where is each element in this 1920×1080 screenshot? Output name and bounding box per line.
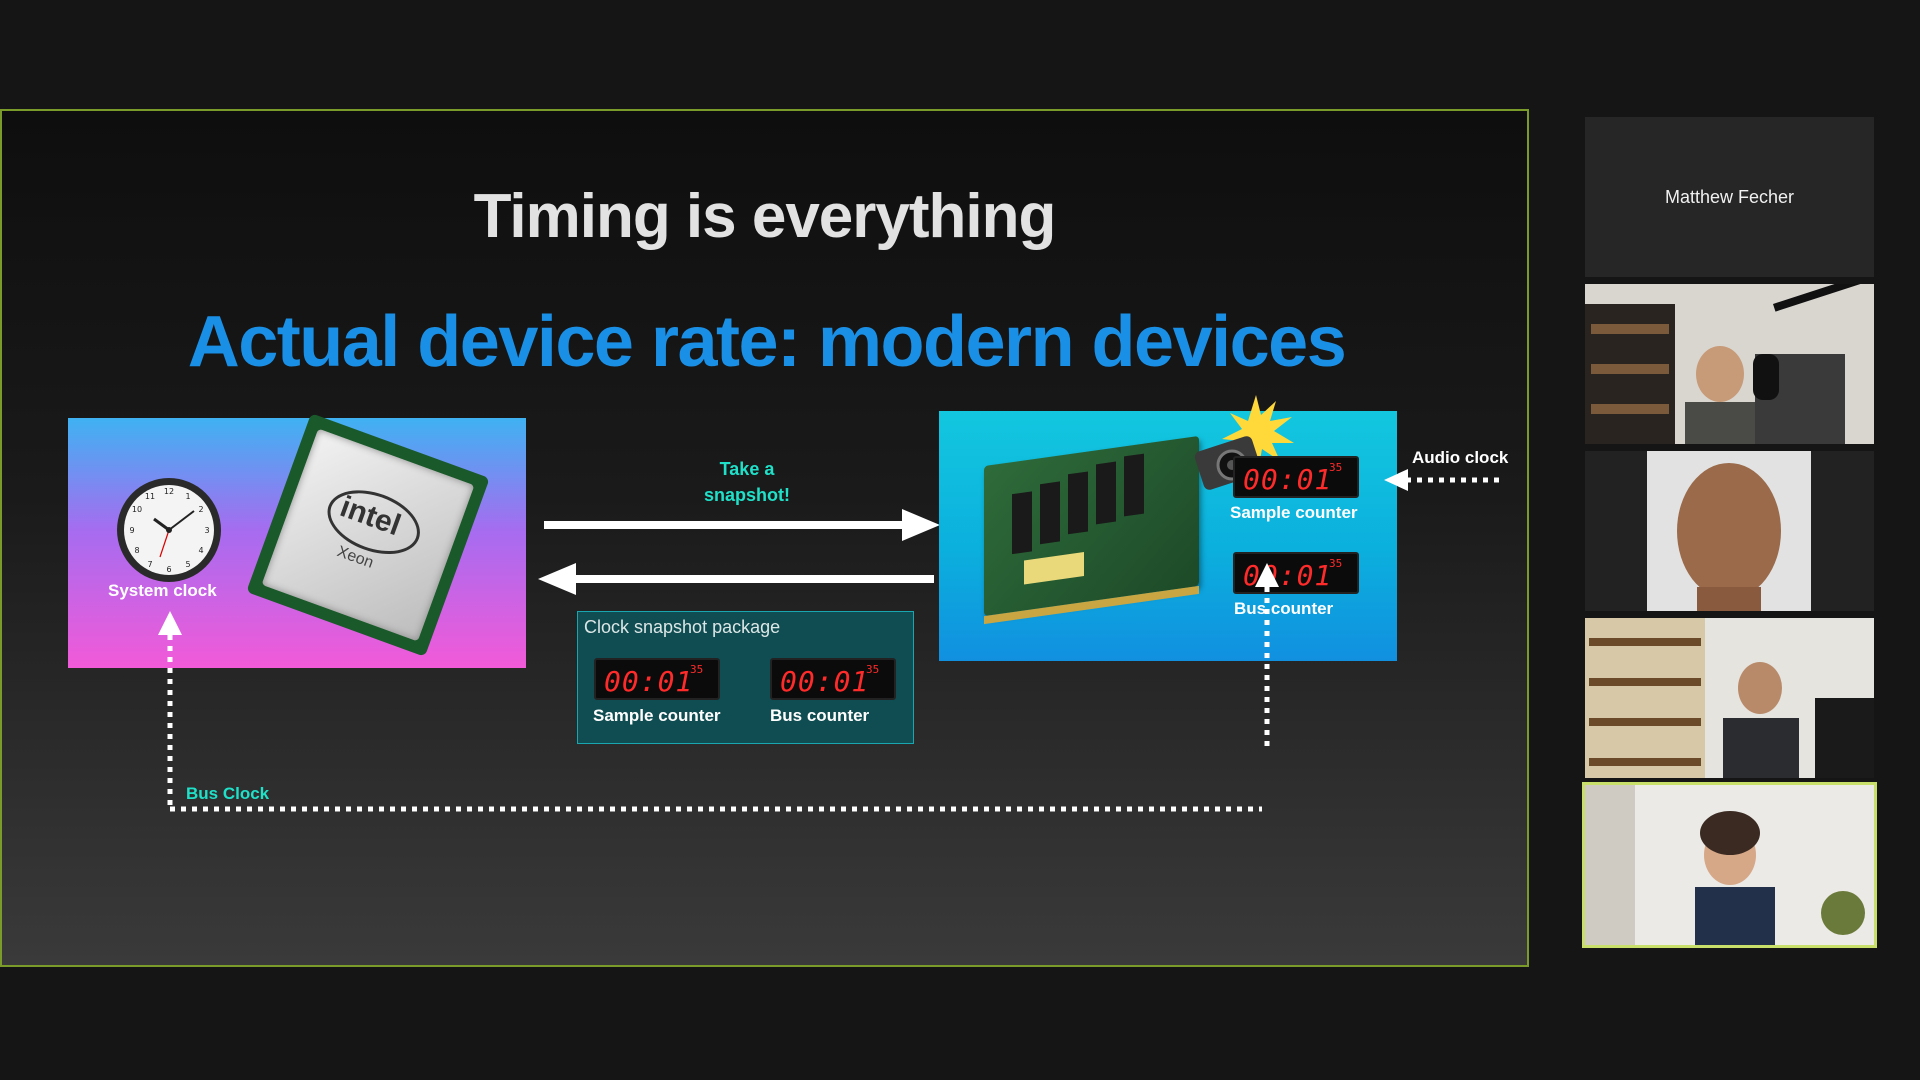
sample-counter-display: 00:01 35 — [594, 658, 720, 700]
sample-counter-label: Sample counter — [593, 706, 721, 725]
svg-text:7: 7 — [147, 560, 152, 569]
participant-name: Matthew Fecher — [1664, 186, 1795, 207]
bus-counter-label: Bus counter — [770, 706, 870, 725]
snapshot-request-text: Take a snapshot! — [692, 456, 802, 508]
slide-title: Timing is everything — [473, 182, 1057, 251]
svg-text:9: 9 — [129, 526, 134, 535]
counter-digits: 00:01 — [780, 665, 870, 698]
bus-clock-label: Bus Clock — [186, 784, 270, 803]
participant-video-tile[interactable] — [1585, 284, 1874, 444]
sample-counter-label: Sample counter — [1230, 503, 1358, 522]
participant-video-feed — [1585, 785, 1874, 945]
svg-text:12: 12 — [164, 487, 174, 496]
bus-clock-right-line-icon — [1255, 563, 1279, 751]
participant-video-feed — [1585, 284, 1874, 444]
svg-text:3: 3 — [204, 526, 209, 535]
snapshot-package-title: Clock snapshot package — [584, 617, 781, 637]
audio-device-panel: 00:01 35 Sample counter 00:01 35 Bus cou… — [939, 395, 1397, 661]
presentation-slide: Timing is everything Actual device rate:… — [0, 109, 1529, 967]
participant-video-tile[interactable] — [1585, 618, 1874, 778]
participant-video-feed — [1585, 451, 1874, 611]
counter-seconds: 35 — [1329, 461, 1343, 474]
participant-video-tile-active[interactable] — [1582, 782, 1877, 948]
participant-video-tile[interactable] — [1585, 451, 1874, 611]
audio-clock-arrow-icon — [1384, 469, 1500, 491]
counter-seconds: 35 — [1329, 557, 1343, 570]
bus-clock-loop-icon — [158, 611, 1262, 812]
sound-card-image — [984, 435, 1199, 625]
svg-text:4: 4 — [198, 546, 203, 555]
svg-text:8: 8 — [134, 546, 139, 555]
counter-digits: 00:01 — [604, 665, 694, 698]
arrow-left-icon — [538, 563, 934, 595]
svg-text:5: 5 — [185, 560, 190, 569]
participant-video-feed — [1585, 618, 1874, 778]
participant-tile-name[interactable]: Matthew Fecher — [1585, 117, 1874, 277]
arrow-right-icon — [544, 509, 940, 541]
snapshot-text-line1: Take a — [719, 459, 775, 479]
audio-clock-label: Audio clock — [1412, 448, 1509, 467]
svg-text:6: 6 — [166, 565, 171, 574]
counter-seconds: 35 — [866, 663, 880, 676]
bus-counter-label: Bus counter — [1234, 599, 1334, 618]
svg-text:11: 11 — [145, 492, 155, 501]
snapshot-text-line2: snapshot! — [703, 485, 790, 506]
system-clock-label: System clock — [108, 581, 217, 600]
counter-seconds: 35 — [690, 663, 704, 676]
slide-subtitle: Actual device rate: modern devices — [187, 302, 1347, 382]
clock-snapshot-package: Clock snapshot package 00:01 35 Sample c… — [577, 611, 914, 744]
svg-text:2: 2 — [198, 505, 203, 514]
bus-counter-display: 00:01 35 — [770, 658, 896, 700]
svg-text:10: 10 — [132, 505, 142, 514]
svg-text:1: 1 — [185, 492, 190, 501]
sample-counter-display: 00:01 35 — [1233, 456, 1359, 498]
counter-digits: 00:01 — [1243, 463, 1333, 496]
